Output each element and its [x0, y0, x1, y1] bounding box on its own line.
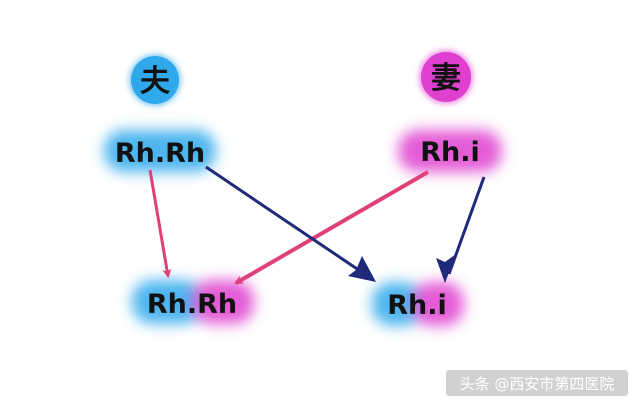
child-genotype-group-1: Rh.Rh	[132, 280, 254, 324]
wife-symbol: 妻	[431, 61, 461, 96]
husband-symbol: 夫	[140, 64, 171, 99]
husband-genotype-glow	[104, 130, 216, 172]
child-2-glow-blue	[372, 282, 422, 326]
husband-genotype-group: Rh.Rh	[104, 130, 216, 172]
child-genotype-group-2: Rh.i	[372, 282, 464, 326]
child-2-glow-pink	[412, 282, 464, 326]
child-genotype-1: Rh.Rh	[147, 289, 237, 320]
wife-genotype-group: Rh.i	[398, 130, 502, 172]
arrow-wife-to-child-1	[234, 170, 430, 285]
arrow-wife-to-child-2	[447, 176, 486, 275]
wife-node: 妻	[419, 50, 473, 104]
child-1-glow-pink	[192, 280, 254, 324]
wife-circle	[421, 52, 471, 102]
husband-genotype: Rh.Rh	[115, 138, 205, 169]
arrow-wife-to-child-2-head	[436, 254, 456, 283]
watermark-backdrop	[446, 370, 628, 396]
child-1-glow-blue	[132, 280, 202, 324]
wife-genotype-glow	[398, 130, 502, 172]
watermark: 头条 @西安市第四医院	[446, 370, 628, 396]
husband-circle-core	[131, 56, 179, 104]
wife-genotype: Rh.i	[420, 137, 480, 168]
arrow-husband-to-child-1	[148, 169, 172, 279]
arrow-husband-to-child-2-head	[348, 256, 376, 282]
watermark-text: 头条 @西安市第四医院	[460, 375, 615, 393]
inheritance-arrows	[148, 165, 486, 285]
arrow-husband-to-child-2	[205, 165, 373, 281]
child-genotype-2: Rh.i	[387, 290, 447, 321]
husband-node: 夫	[129, 54, 181, 106]
